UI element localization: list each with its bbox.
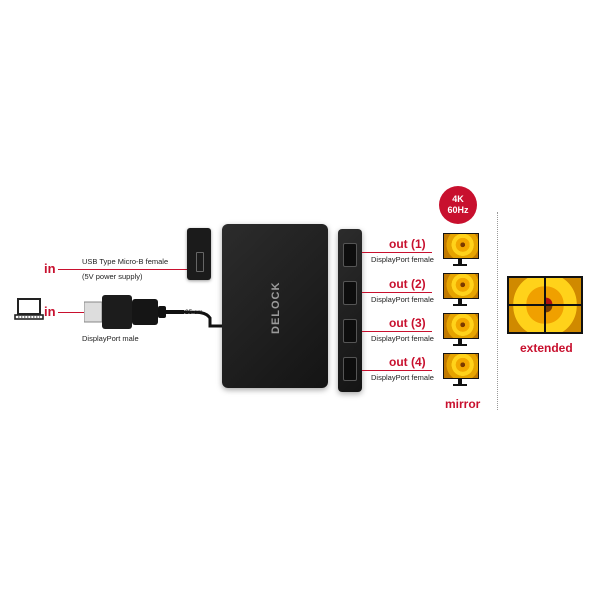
monitor-2 [443,273,479,307]
usb-in-desc-1: USB Type Micro-B female [82,257,169,266]
monitor-1 [443,233,479,267]
monitor-4 [443,353,479,387]
output-line [362,292,432,293]
usb-in-label: in [44,261,56,276]
laptop-icon [14,296,44,324]
output-desc: DisplayPort female [371,334,434,343]
brand-logo: DELOCK [270,281,282,334]
output-line [362,252,432,253]
output-desc: DisplayPort female [371,255,434,264]
wall-panel [509,278,544,304]
cable-length: 25 cm [185,309,203,316]
wall-panel [546,278,581,304]
dp-port-1 [343,243,357,267]
output-line [362,331,432,332]
dp-in-line [58,312,88,313]
usb-in-desc-2: (5V power supply) [82,272,143,281]
mirror-label: mirror [445,397,481,411]
output-desc: DisplayPort female [371,295,434,304]
output-desc: DisplayPort female [371,373,434,382]
badge-line-2: 60Hz [447,205,469,215]
splitter-device: DELOCK [222,224,328,388]
output-port-panel [338,229,362,392]
resolution-badge: 4K 60Hz [439,186,477,224]
dp-port-3 [343,319,357,343]
output-label: out (3) [389,316,426,330]
usb-micro-b-connector [187,228,211,280]
output-label: out (4) [389,355,426,369]
displayport-plug [83,292,184,332]
dp-port-2 [343,281,357,305]
dp-port-4 [343,357,357,381]
wall-panel [546,306,581,332]
separator [497,212,498,410]
video-wall [507,276,583,334]
dp-in-label: in [44,304,56,319]
extended-label: extended [520,341,573,355]
output-label: out (2) [389,277,426,291]
monitor-3 [443,313,479,347]
cable [179,306,222,328]
usb-in-line [58,269,190,270]
wall-panel [509,306,544,332]
output-label: out (1) [389,237,426,251]
dp-in-desc: DisplayPort male [82,334,139,343]
badge-line-1: 4K [452,194,464,204]
output-line [362,370,432,371]
